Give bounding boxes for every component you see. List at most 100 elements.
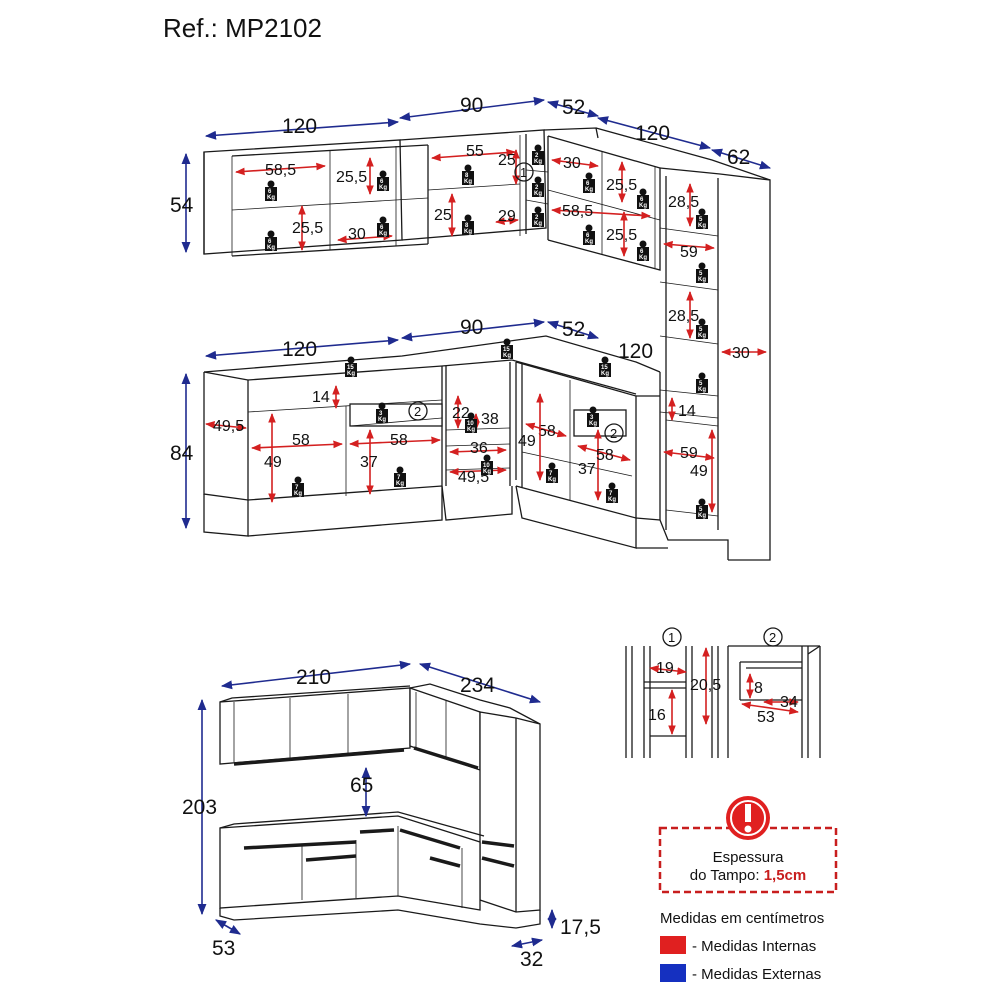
lower-external-dims: 120 90 52 120 84 <box>170 316 653 530</box>
svg-text:Kg: Kg <box>267 245 275 251</box>
svg-text:1: 1 <box>520 165 527 180</box>
svg-text:10: 10 <box>467 421 474 427</box>
svg-text:2: 2 <box>610 426 617 441</box>
svg-text:7: 7 <box>397 475 401 481</box>
weight-icon: 5Kg <box>696 262 708 283</box>
svg-text:3: 3 <box>590 415 594 421</box>
svg-text:28,5: 28,5 <box>668 194 699 211</box>
dim-lower-mid-width: 90 <box>460 316 483 339</box>
svg-text:53: 53 <box>757 709 775 726</box>
svg-text:Kg: Kg <box>294 491 302 497</box>
svg-text:2: 2 <box>535 185 539 191</box>
svg-text:Kg: Kg <box>589 421 597 427</box>
svg-text:37: 37 <box>578 461 596 478</box>
svg-text:6: 6 <box>268 189 272 195</box>
svg-text:8: 8 <box>465 173 469 179</box>
svg-text:25,5: 25,5 <box>292 220 323 237</box>
overview-drawing <box>219 683 541 929</box>
weight-icon: 8Kg <box>462 164 474 185</box>
svg-text:3: 3 <box>379 411 383 417</box>
dim-overview-height: 203 <box>182 796 217 819</box>
upper-cabinets <box>203 127 771 561</box>
svg-text:Kg: Kg <box>503 353 511 359</box>
legend-internal-swatch <box>660 936 686 954</box>
dim-overview-gap: 65 <box>350 774 373 797</box>
callout-2-right: 2 <box>604 423 624 443</box>
thickness-notice: Espessura do Tampo: 1,5cm <box>658 796 838 894</box>
weight-icon: 6Kg <box>637 188 649 209</box>
weight-icon: 6Kg <box>583 224 595 245</box>
svg-text:Kg: Kg <box>639 203 647 209</box>
detail-1: 1 19 20,5 16 <box>625 627 721 758</box>
svg-text:8: 8 <box>465 223 469 229</box>
svg-text:30: 30 <box>563 155 581 172</box>
weight-icon: 5Kg <box>696 498 708 519</box>
dim-upper-height: 54 <box>170 194 194 217</box>
dim-upper-right-width: 120 <box>635 122 670 145</box>
svg-text:15: 15 <box>347 365 354 371</box>
upper-external-dims: 120 90 52 120 62 54 <box>170 94 772 254</box>
svg-text:6: 6 <box>640 197 644 203</box>
svg-text:1: 1 <box>668 630 675 645</box>
dim-upper-corner-width: 52 <box>562 96 585 119</box>
svg-text:Kg: Kg <box>585 187 593 193</box>
svg-text:6: 6 <box>380 225 384 231</box>
svg-text:Kg: Kg <box>534 191 542 197</box>
svg-text:20,5: 20,5 <box>690 677 721 694</box>
dim-overview-depth-left: 53 <box>212 937 235 960</box>
svg-text:Kg: Kg <box>464 179 472 185</box>
legend-title: Medidas em centímetros <box>660 910 824 927</box>
dim-lower-height: 84 <box>170 442 194 465</box>
svg-text:Kg: Kg <box>534 221 542 227</box>
dim-upper-tall-width: 62 <box>727 146 750 169</box>
svg-text:Kg: Kg <box>379 185 387 191</box>
svg-text:22: 22 <box>452 405 470 422</box>
svg-text:8: 8 <box>754 680 763 697</box>
svg-text:2: 2 <box>535 153 539 159</box>
svg-text:29: 29 <box>498 208 516 225</box>
svg-text:2: 2 <box>769 630 776 645</box>
svg-text:Kg: Kg <box>483 469 491 475</box>
svg-text:Kg: Kg <box>698 513 706 519</box>
dim-lower-left-width: 120 <box>282 338 317 361</box>
svg-text:49: 49 <box>690 463 708 480</box>
weight-icon: 6Kg <box>377 216 389 237</box>
weight-icon: 3Kg <box>587 406 599 427</box>
dim-overview-depth-right: 32 <box>520 948 543 971</box>
notice-line2: do Tampo: 1,5cm <box>690 867 807 884</box>
dim-lower-corner-width: 52 <box>562 318 585 341</box>
svg-text:25,5: 25,5 <box>606 177 637 194</box>
svg-text:5: 5 <box>699 507 703 513</box>
weight-icon: 2Kg <box>532 206 544 227</box>
dim-overview-right-width: 234 <box>460 674 495 697</box>
svg-text:Kg: Kg <box>585 239 593 245</box>
svg-text:58: 58 <box>390 432 408 449</box>
svg-text:58,5: 58,5 <box>265 162 296 179</box>
svg-text:Kg: Kg <box>378 417 386 423</box>
svg-text:6: 6 <box>586 181 590 187</box>
svg-text:25,5: 25,5 <box>606 227 637 244</box>
upper-internal-dims: 58,5 25,5 25,5 30 55 25 25 29 30 25,5 58… <box>235 143 767 362</box>
svg-text:6: 6 <box>380 179 384 185</box>
dim-overview-left-width: 210 <box>296 666 331 689</box>
dim-upper-left-width: 120 <box>282 115 317 138</box>
svg-text:Kg: Kg <box>698 387 706 393</box>
svg-text:30: 30 <box>732 345 750 362</box>
callout-1: 1 <box>514 162 534 182</box>
svg-text:16: 16 <box>648 707 666 724</box>
legend-internal-label: - Medidas Internas <box>692 938 816 955</box>
svg-text:5: 5 <box>699 327 703 333</box>
svg-text:30: 30 <box>348 226 366 243</box>
svg-text:58: 58 <box>292 432 310 449</box>
lower-cabinets <box>203 335 729 560</box>
weight-icon: 6Kg <box>637 240 649 261</box>
svg-text:Kg: Kg <box>698 223 706 229</box>
legend-external-label: - Medidas Externas <box>692 966 821 983</box>
svg-text:7: 7 <box>295 485 299 491</box>
weight-icon: 2Kg <box>532 144 544 165</box>
